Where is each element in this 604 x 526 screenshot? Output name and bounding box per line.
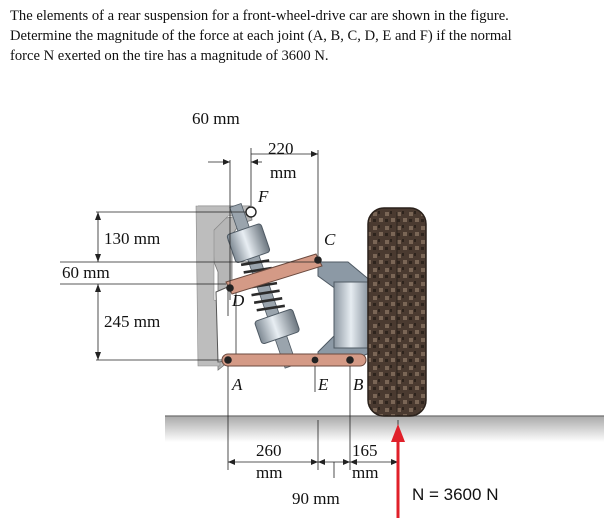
joint-e-pin [311, 356, 319, 364]
shock-absorber [226, 202, 300, 369]
dim-220-unit: mm [270, 163, 296, 182]
joint-e-label: E [317, 375, 329, 394]
force-label: N = 3600 N [412, 485, 498, 504]
ground [165, 416, 604, 442]
joint-c-pin [314, 256, 322, 264]
dim-60mm-left-label: 60 mm [62, 263, 110, 282]
hub [333, 281, 369, 349]
problem-statement: The elements of a rear suspension for a … [10, 6, 596, 66]
joint-b-label: B [353, 375, 364, 394]
joint-f-pin [245, 206, 257, 218]
problem-line-3: force N exerted on the tire has a magnit… [10, 48, 329, 64]
dim-165-unit: mm [352, 463, 378, 482]
dim-left-group [60, 211, 318, 361]
problem-line-1: The elements of a rear suspension for a … [10, 8, 509, 24]
dim-60mm-top-label: 60 mm [192, 109, 240, 128]
joint-b-pin [346, 356, 354, 364]
dim-top-group [208, 148, 319, 300]
dim-130mm-label: 130 mm [104, 229, 160, 248]
dim-260-unit: mm [256, 463, 282, 482]
problem-line-2: Determine the magnitude of the force at … [10, 28, 512, 44]
lower-link [221, 353, 367, 367]
joint-leaders [227, 236, 351, 392]
joint-c-label: C [324, 230, 336, 249]
joint-f-label: F [257, 187, 269, 206]
joint-d-label: D [231, 291, 245, 310]
dim-245mm-label: 245 mm [104, 312, 160, 331]
joint-a-pin [224, 356, 232, 364]
dim-90mm-label: 90 mm [292, 489, 340, 508]
force-arrow-head [391, 424, 405, 442]
dim-220-num: 220 [268, 139, 294, 158]
dim-165-num: 165 [352, 441, 378, 460]
dim-260-num: 260 [256, 441, 282, 460]
joint-a-label: A [231, 375, 243, 394]
